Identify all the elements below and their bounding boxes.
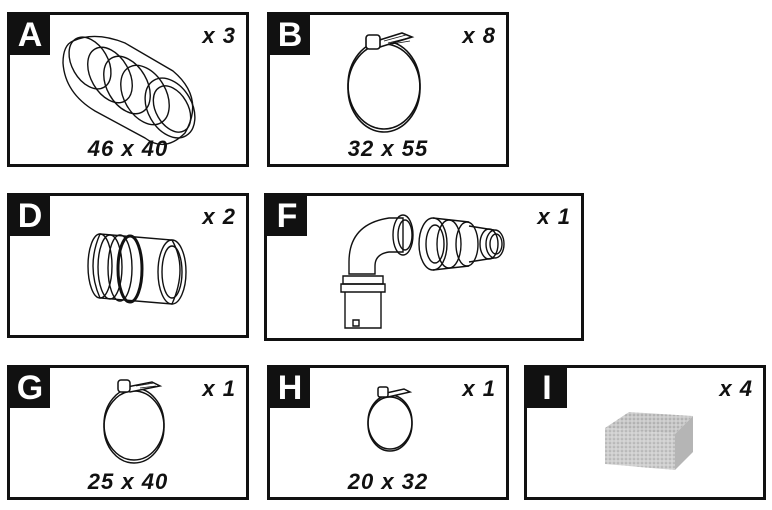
part-letter-d: D: [10, 196, 50, 236]
part-panel-i: I x 4: [524, 365, 766, 500]
part-size-g: 25 x 40: [87, 469, 169, 494]
part-quantity-d: x 2: [202, 204, 236, 229]
part-panel-a: A x 3 46 x 40: [7, 12, 249, 167]
pipe-connector-icon: [80, 224, 195, 312]
part-letter-f: F: [267, 196, 307, 236]
part-quantity-f: x 1: [537, 204, 571, 229]
part-panel-b: B x 8 32 x 55: [267, 12, 509, 167]
elbow-and-stepped-adapter-icon: [329, 204, 529, 332]
part-letter-i: I: [527, 368, 567, 408]
part-size-b: 32 x 55: [347, 136, 429, 161]
part-panel-d: D x 2: [7, 193, 249, 338]
part-quantity-b: x 8: [462, 23, 496, 48]
part-letter-h: H: [270, 368, 310, 408]
part-letter-b: B: [270, 15, 310, 55]
hose-clamp-icon: [342, 25, 432, 135]
part-quantity-a: x 3: [202, 23, 236, 48]
foam-pad-icon: [605, 412, 693, 470]
hose-clamp-icon: [362, 382, 422, 454]
part-panel-h: H x 1 20 x 32: [267, 365, 509, 500]
part-panel-g: G x 1 25 x 40: [7, 365, 249, 500]
part-size-h: 20 x 32: [347, 469, 429, 494]
part-quantity-h: x 1: [462, 376, 496, 401]
part-size-a: 46 x 40: [87, 136, 169, 161]
coupling-sleeve-icon: [55, 23, 205, 148]
part-letter-g: G: [10, 368, 50, 408]
part-panel-f: F x 1: [264, 193, 584, 341]
hose-clamp-icon: [98, 374, 178, 466]
part-letter-a: A: [10, 15, 50, 55]
part-quantity-i: x 4: [719, 376, 753, 401]
part-quantity-g: x 1: [202, 376, 236, 401]
